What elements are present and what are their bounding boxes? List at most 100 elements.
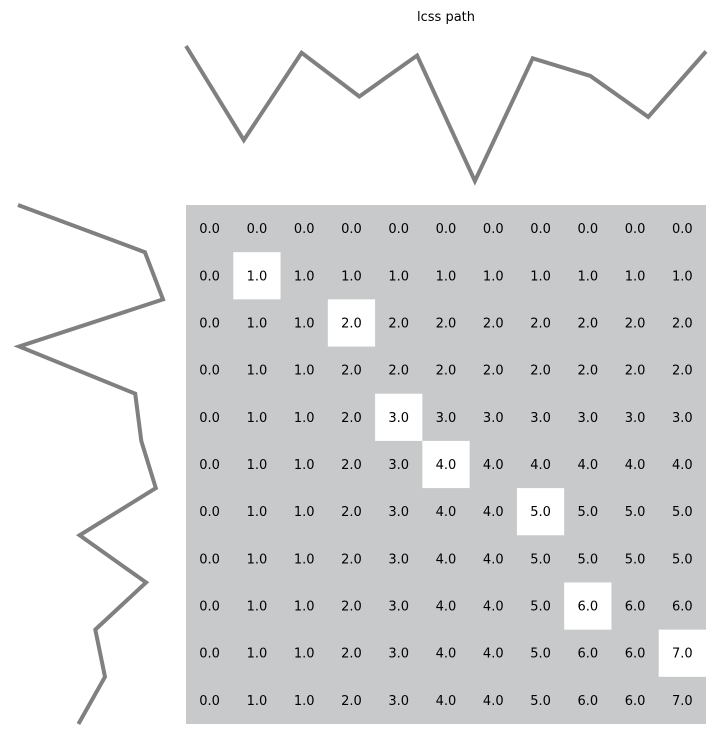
lcss-matrix: 0.0 0.0 0.0 0.0 0.0 0.0 0.0 0.0 0.0 0.0 0.0 0.0 1.0 1… — [186, 205, 706, 724]
cell-value: 6.0 — [577, 694, 598, 709]
cell-value: 3.0 — [388, 411, 409, 426]
cell-value: 5.0 — [530, 694, 551, 709]
cell-value: 3.0 — [577, 411, 598, 426]
cell-value: 6.0 — [625, 647, 646, 662]
cell-value: 1.0 — [530, 269, 551, 284]
cell-value: 0.0 — [199, 647, 220, 662]
left-series-line — [13, 203, 166, 725]
cell-value: 1.0 — [341, 269, 362, 284]
cell-value: 2.0 — [672, 316, 693, 331]
cell-value: 1.0 — [625, 269, 646, 284]
cell-value: 4.0 — [672, 458, 693, 473]
cell-value: 3.0 — [483, 411, 504, 426]
cell-value: 3.0 — [388, 458, 409, 473]
cell-value: 1.0 — [294, 552, 315, 567]
cell-value: 1.0 — [247, 552, 268, 567]
cell-value: 6.0 — [577, 647, 598, 662]
cell-value: 0.0 — [199, 269, 220, 284]
cell-value: 2.0 — [436, 316, 457, 331]
cell-value: 2.0 — [341, 600, 362, 615]
cell-value: 0.0 — [672, 222, 693, 237]
cell-value: 5.0 — [672, 552, 693, 567]
cell-value: 0.0 — [199, 316, 220, 331]
cell-value: 2.0 — [341, 505, 362, 520]
cell-value: 1.0 — [247, 316, 268, 331]
cell-value: 3.0 — [625, 411, 646, 426]
cell-value: 4.0 — [436, 458, 457, 473]
cell-value: 1.0 — [483, 269, 504, 284]
cell-value: 2.0 — [625, 364, 646, 379]
cell-value: 0.0 — [199, 505, 220, 520]
cell-value: 4.0 — [436, 600, 457, 615]
cell-value: 3.0 — [672, 411, 693, 426]
cell-value: 4.0 — [483, 458, 504, 473]
cell-value: 2.0 — [341, 411, 362, 426]
cell-value: 4.0 — [483, 647, 504, 662]
cell-value: 3.0 — [530, 411, 551, 426]
cell-value: 5.0 — [577, 552, 598, 567]
cell-value: 3.0 — [388, 647, 409, 662]
cell-value: 6.0 — [577, 600, 598, 615]
cell-value: 1.0 — [294, 647, 315, 662]
cell-value: 5.0 — [530, 600, 551, 615]
cell-value: 0.0 — [341, 222, 362, 237]
cell-value: 4.0 — [577, 458, 598, 473]
cell-value: 4.0 — [436, 505, 457, 520]
cell-value: 5.0 — [625, 552, 646, 567]
cell-value: 4.0 — [436, 647, 457, 662]
cell-value: 4.0 — [483, 505, 504, 520]
chart-title: lcss path — [417, 10, 475, 25]
cell-value: 2.0 — [388, 364, 409, 379]
cell-value: 0.0 — [199, 694, 220, 709]
cell-value: 0.0 — [483, 222, 504, 237]
cell-value: 2.0 — [341, 552, 362, 567]
cell-value: 2.0 — [341, 694, 362, 709]
cell-value: 1.0 — [247, 411, 268, 426]
cell-value: 0.0 — [199, 458, 220, 473]
cell-value: 6.0 — [672, 600, 693, 615]
cell-value: 0.0 — [294, 222, 315, 237]
cell-value: 2.0 — [341, 316, 362, 331]
cell-value: 4.0 — [530, 458, 551, 473]
cell-value: 0.0 — [436, 222, 457, 237]
path-cell — [516, 488, 565, 536]
cell-value: 1.0 — [247, 458, 268, 473]
cell-value: 1.0 — [672, 269, 693, 284]
cell-value: 5.0 — [530, 647, 551, 662]
cell-value: 1.0 — [294, 364, 315, 379]
cell-value: 3.0 — [388, 694, 409, 709]
cell-value: 2.0 — [577, 316, 598, 331]
cell-value: 0.0 — [247, 222, 268, 237]
cell-value: 1.0 — [294, 269, 315, 284]
cell-value: 0.0 — [530, 222, 551, 237]
cell-value: 5.0 — [577, 505, 598, 520]
cell-value: 7.0 — [672, 694, 693, 709]
path-cell — [564, 582, 612, 630]
top-series-line — [184, 44, 708, 186]
cell-value: 0.0 — [577, 222, 598, 237]
cell-value: 2.0 — [483, 316, 504, 331]
cell-value: 0.0 — [199, 600, 220, 615]
cell-value: 4.0 — [483, 694, 504, 709]
cell-value: 2.0 — [577, 364, 598, 379]
cell-value: 1.0 — [247, 694, 268, 709]
cell-value: 6.0 — [625, 600, 646, 615]
cell-value: 0.0 — [625, 222, 646, 237]
cell-value: 1.0 — [247, 505, 268, 520]
cell-value: 4.0 — [625, 458, 646, 473]
cell-value: 2.0 — [436, 364, 457, 379]
cell-value: 7.0 — [672, 647, 693, 662]
cell-value: 1.0 — [294, 316, 315, 331]
path-cell — [375, 393, 423, 441]
cell-value: 2.0 — [341, 364, 362, 379]
cell-value: 3.0 — [388, 600, 409, 615]
cell-value: 4.0 — [483, 600, 504, 615]
cell-value: 5.0 — [530, 552, 551, 567]
cell-value: 1.0 — [294, 600, 315, 615]
cell-value: 3.0 — [436, 411, 457, 426]
path-cell — [422, 440, 470, 489]
cell-value: 2.0 — [625, 316, 646, 331]
cell-value: 2.0 — [530, 364, 551, 379]
left-series-panel — [13, 203, 166, 725]
